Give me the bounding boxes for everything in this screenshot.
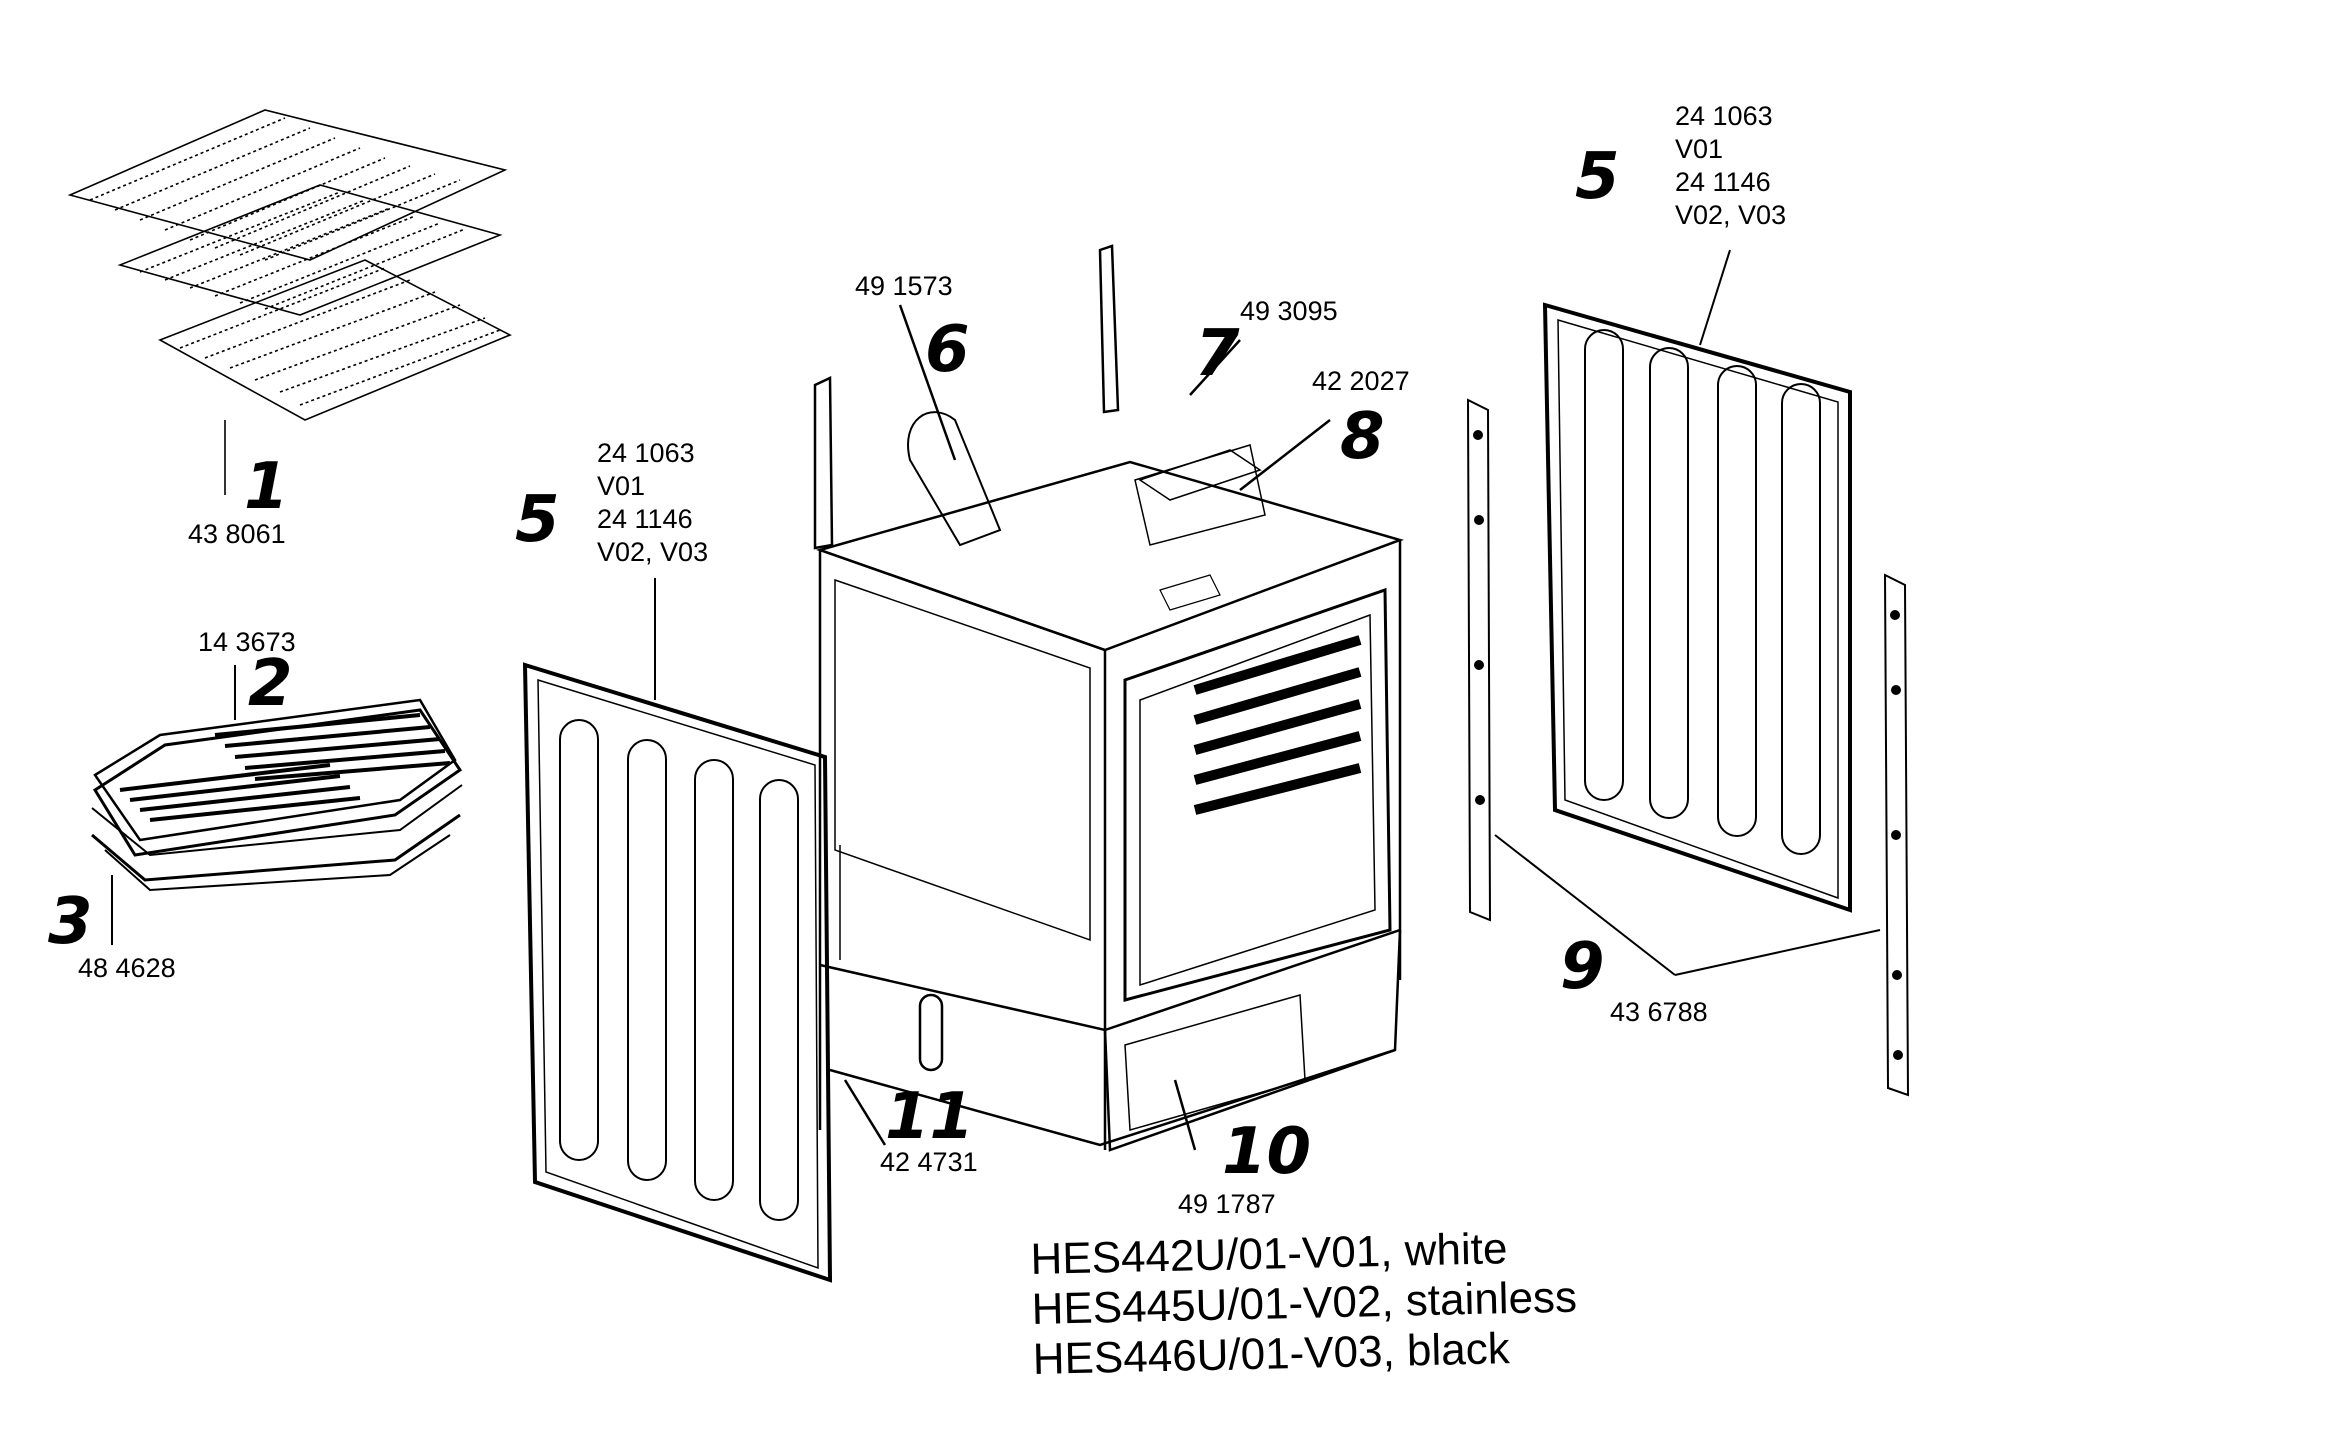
callout-number-11: 11 — [885, 1080, 975, 1154]
callout-number-5-left: 5 — [515, 483, 560, 557]
callout-number-8: 8 — [1340, 400, 1385, 474]
callout-number-7: 7 — [1195, 317, 1240, 391]
oven-racks-drawing — [67, 109, 512, 495]
trim-strips-drawing — [1466, 398, 1910, 1097]
callout-number-5-right: 5 — [1575, 140, 1620, 214]
part-code-5-right-c: 24 1146 — [1675, 167, 1771, 197]
part-code-11: 42 4731 — [880, 1147, 978, 1177]
left-side-panel-drawing — [522, 578, 833, 1283]
part-code-1: 43 8061 — [188, 519, 286, 549]
part-code-10: 49 1787 — [1178, 1189, 1276, 1219]
part-code-5-right-a: 24 1063 — [1675, 101, 1773, 131]
part-code-7: 49 3095 — [1240, 296, 1338, 326]
part-code-5-left-a: 24 1063 — [597, 438, 695, 468]
part-code-3: 48 4628 — [78, 953, 176, 983]
callout-number-9: 9 — [1560, 930, 1605, 1004]
part-code-2: 14 3673 — [198, 627, 296, 657]
part-code-5-right-d: V02, V03 — [1675, 200, 1787, 230]
range-cabinet-drawing — [813, 244, 1404, 1152]
right-side-panel-drawing — [1542, 249, 1852, 913]
part-code-9: 43 6788 — [1610, 997, 1708, 1027]
part-code-6: 49 1573 — [855, 271, 953, 301]
part-code-5-right-b: V01 — [1675, 134, 1724, 164]
model-list: HES442U/01-V01, white HES445U/01-V02, st… — [1030, 1223, 1579, 1385]
callout-number-6: 6 — [925, 313, 970, 387]
part-code-5-left-b: V01 — [597, 471, 646, 501]
part-code-8: 42 2027 — [1312, 366, 1410, 396]
callout-number-2: 2 — [248, 647, 293, 721]
callout-number-10: 10 — [1222, 1115, 1312, 1189]
part-code-5-left-c: 24 1146 — [597, 504, 693, 534]
callout-number-1: 1 — [244, 450, 289, 524]
part-code-5-left-d: V02, V03 — [597, 537, 709, 567]
callout-number-3: 3 — [48, 885, 93, 959]
broil-pan-drawing — [91, 665, 463, 945]
